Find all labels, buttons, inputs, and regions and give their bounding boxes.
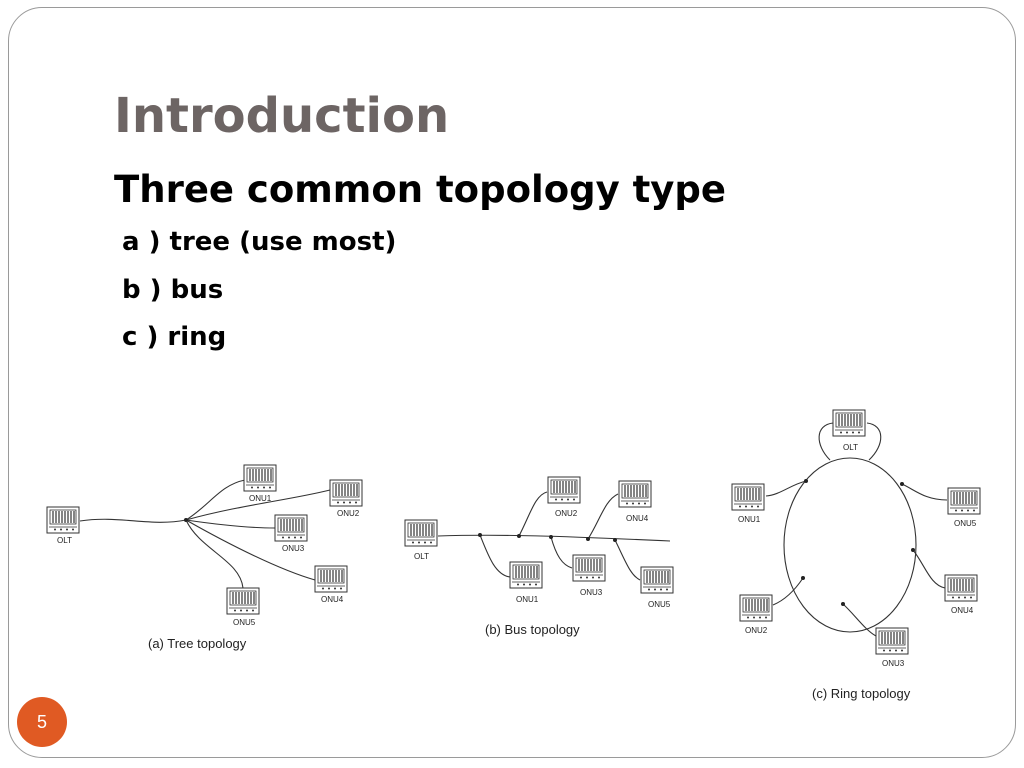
bus-onu1-label: ONU1	[516, 595, 539, 604]
ring-olt-device	[832, 409, 866, 437]
bullet-item-tree: a ) tree (use most)	[122, 227, 397, 257]
bus-onu5-device	[640, 566, 674, 594]
ring-link-onu4	[912, 549, 946, 589]
ring-onu5-device	[947, 487, 981, 515]
ring-node-2	[801, 576, 805, 580]
ring-link-onu5	[901, 483, 948, 501]
bus-drop-onu3	[550, 536, 573, 569]
bus-onu2-device	[547, 476, 581, 504]
ring-topology: OLT ONU1 ONU2 ONU3 ONU4 ONU5 (c) Ring to…	[731, 409, 981, 701]
bus-tap-4	[586, 537, 590, 541]
bullet-item-ring: c ) ring	[122, 322, 227, 352]
ring-onu1-label: ONU1	[738, 515, 761, 524]
ring-onu1-device	[731, 483, 765, 511]
bus-drop-onu1	[479, 534, 511, 578]
tree-onu5-label: ONU5	[233, 618, 256, 627]
tree-trunk-line	[79, 518, 187, 523]
ring-caption: (c) Ring topology	[812, 686, 911, 701]
ring-link-onu3	[842, 603, 877, 637]
tree-topology: OLT ONU1 ONU2 ONU3 ONU4 ONU5 (a) Tree to…	[46, 464, 363, 651]
slide-frame	[8, 7, 1016, 758]
bus-drop-onu4	[587, 493, 619, 540]
bus-topology: OLT ONU1 ONU2 ONU3 ONU4 ONU5 (b) Bus top…	[404, 476, 674, 637]
ring-onu2-device	[739, 594, 773, 622]
tree-onu2-label: ONU2	[337, 509, 360, 518]
tree-onu2-device	[329, 479, 363, 507]
tree-caption: (a) Tree topology	[148, 636, 247, 651]
ring-node-5	[900, 482, 904, 486]
tree-onu3-label: ONU3	[282, 544, 305, 553]
ring-loop	[783, 457, 917, 633]
page-number-badge: 5	[17, 697, 67, 747]
bullet-item-bus: b ) bus	[122, 274, 224, 305]
bullet-list: a ) tree (use most) b ) bus c ) ring	[122, 225, 396, 368]
bus-onu5-label: ONU5	[648, 600, 671, 609]
ring-link-onu2	[772, 577, 804, 606]
tree-olt-device	[46, 506, 80, 534]
ring-olt-label: OLT	[843, 443, 858, 452]
tree-onu3-device	[274, 514, 308, 542]
ring-onu4-label: ONU4	[951, 606, 974, 615]
tree-onu1-label: ONU1	[249, 494, 272, 503]
ring-link-onu1	[765, 480, 807, 497]
ring-olt-link-left	[818, 422, 834, 461]
tree-branch-onu5	[185, 519, 244, 589]
bus-caption: (b) Bus topology	[485, 622, 580, 637]
tree-branch-onu3	[185, 519, 276, 529]
bus-tap-2	[517, 534, 521, 538]
bus-tap-5	[613, 538, 617, 542]
bus-olt-device	[404, 519, 438, 547]
tree-onu4-device	[314, 565, 348, 593]
tree-splitter	[184, 518, 188, 522]
ring-node-4	[911, 548, 915, 552]
tree-olt-label: OLT	[57, 536, 72, 545]
tree-onu5-device	[226, 587, 260, 615]
ring-onu3-device	[875, 627, 909, 655]
tree-branch-onu2	[185, 489, 331, 521]
ring-onu3-label: ONU3	[882, 659, 905, 668]
bus-drop-onu2	[518, 491, 548, 537]
slide-subtitle: Three common topology type	[114, 168, 726, 211]
ring-olt-link-right	[866, 422, 882, 461]
bus-tap-1	[478, 533, 482, 537]
ring-node-1	[804, 479, 808, 483]
bus-main-line	[437, 534, 671, 542]
tree-onu1-device	[243, 464, 277, 492]
bus-tap-3	[549, 535, 553, 539]
bus-onu4-label: ONU4	[626, 514, 649, 523]
tree-branch-onu4	[185, 519, 316, 581]
bus-onu2-label: ONU2	[555, 509, 578, 518]
tree-onu4-label: ONU4	[321, 595, 344, 604]
bus-onu3-device	[572, 554, 606, 582]
bus-drop-onu5	[614, 539, 641, 581]
ring-onu2-label: ONU2	[745, 626, 768, 635]
tree-branch-onu1	[185, 479, 246, 521]
bus-onu3-label: ONU3	[580, 588, 603, 597]
bus-olt-label: OLT	[414, 552, 429, 561]
slide-title: Introduction	[114, 88, 450, 144]
ring-onu4-device	[944, 574, 978, 602]
ring-node-3	[841, 602, 845, 606]
bus-onu4-device	[618, 480, 652, 508]
bus-onu1-device	[509, 561, 543, 589]
ring-onu5-label: ONU5	[954, 519, 977, 528]
